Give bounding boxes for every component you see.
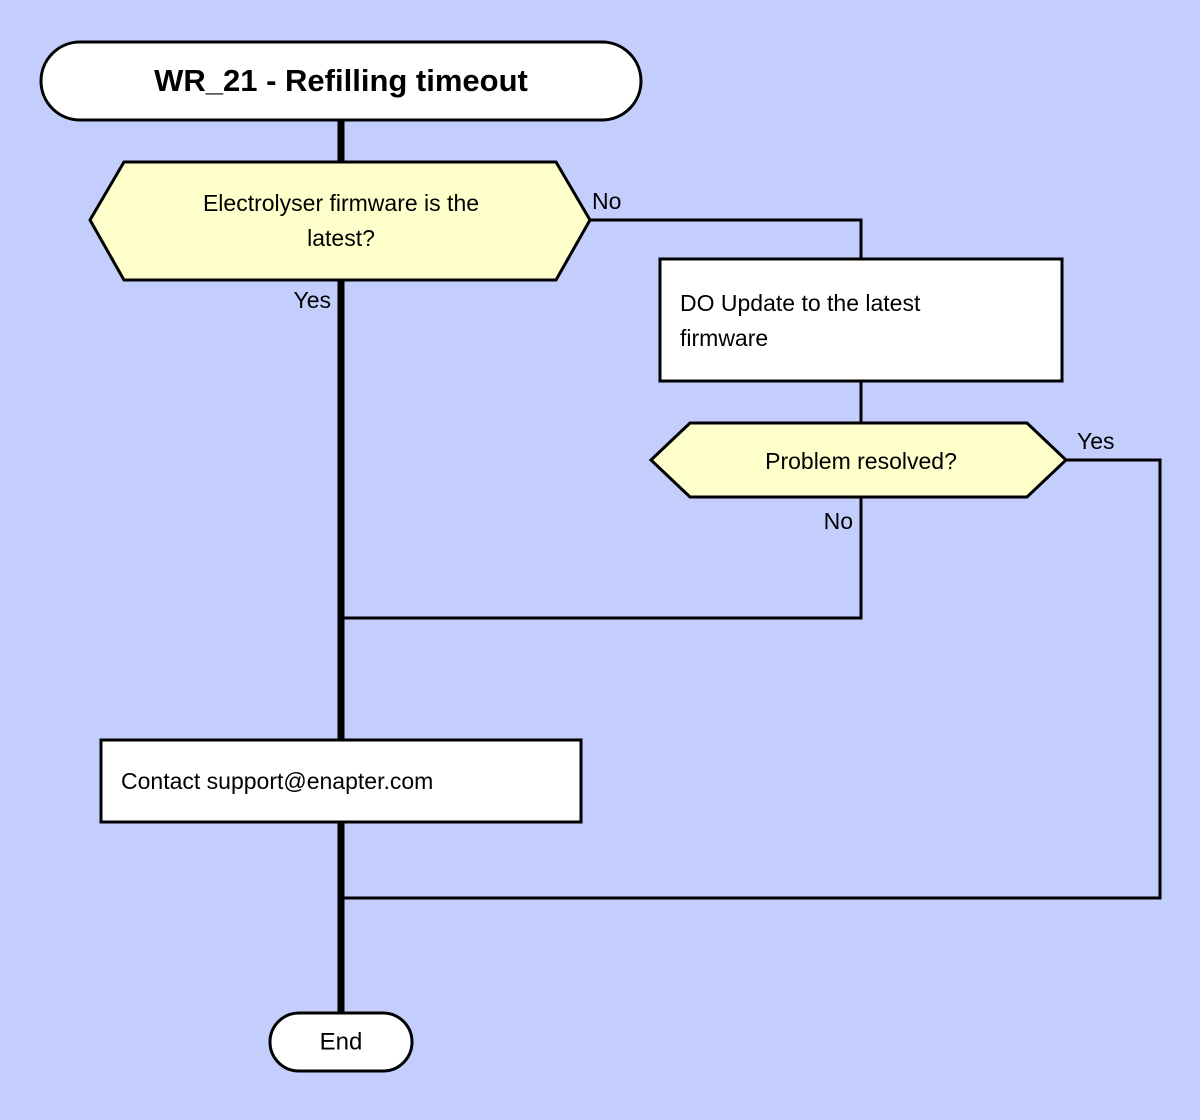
end-label: End xyxy=(320,1028,363,1055)
edge-label-firmware-yes: Yes xyxy=(293,287,331,313)
node-decision-resolved[interactable]: Problem resolved? xyxy=(648,421,1069,499)
node-process-contact[interactable]: Contact support@enapter.com xyxy=(99,738,583,824)
decision-firmware-label-line2: latest? xyxy=(307,225,375,251)
node-decision-firmware[interactable]: Electrolyser firmware is the latest? xyxy=(88,160,592,282)
process-update-shape xyxy=(658,257,1064,383)
edge-label-firmware-no: No xyxy=(592,188,621,214)
decision-resolved-label: Problem resolved? xyxy=(765,448,957,474)
edge-resolved-yes-to-spine xyxy=(341,458,1162,900)
end-shape xyxy=(268,1011,414,1073)
decision-resolved-shape xyxy=(648,421,1069,499)
decision-firmware-shape xyxy=(88,160,592,282)
process-contact-label: Contact support@enapter.com xyxy=(121,768,433,794)
process-update-label-line1: DO Update to the latest xyxy=(680,290,921,316)
process-update-label-line2: firmware xyxy=(680,325,768,351)
edge-resolved-no-to-spine xyxy=(341,497,863,620)
start-label: WR_21 - Refilling timeout xyxy=(154,63,528,98)
process-contact-shape xyxy=(99,738,583,824)
node-start[interactable]: WR_21 - Refilling timeout xyxy=(39,40,643,122)
edge-label-resolved-no: No xyxy=(824,508,853,534)
node-process-update[interactable]: DO Update to the latest firmware xyxy=(658,257,1064,383)
node-end[interactable]: End xyxy=(268,1011,414,1073)
edge-firmware-no-to-update xyxy=(590,218,863,259)
start-shape xyxy=(39,40,643,122)
decision-firmware-label-line1: Electrolyser firmware is the xyxy=(203,190,479,216)
edge-label-resolved-yes: Yes xyxy=(1077,428,1115,454)
